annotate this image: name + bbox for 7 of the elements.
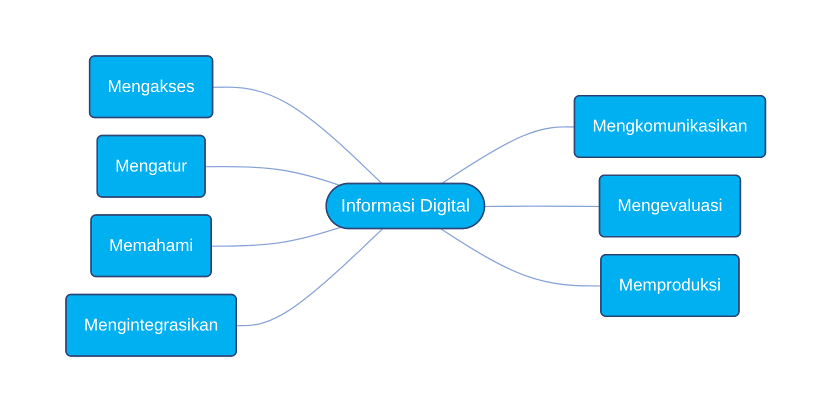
connector [440,126,575,185]
connector [484,206,600,208]
connector [212,86,383,184]
connector [205,166,341,186]
connector [236,228,383,326]
connector [440,228,602,287]
connector [211,226,341,247]
